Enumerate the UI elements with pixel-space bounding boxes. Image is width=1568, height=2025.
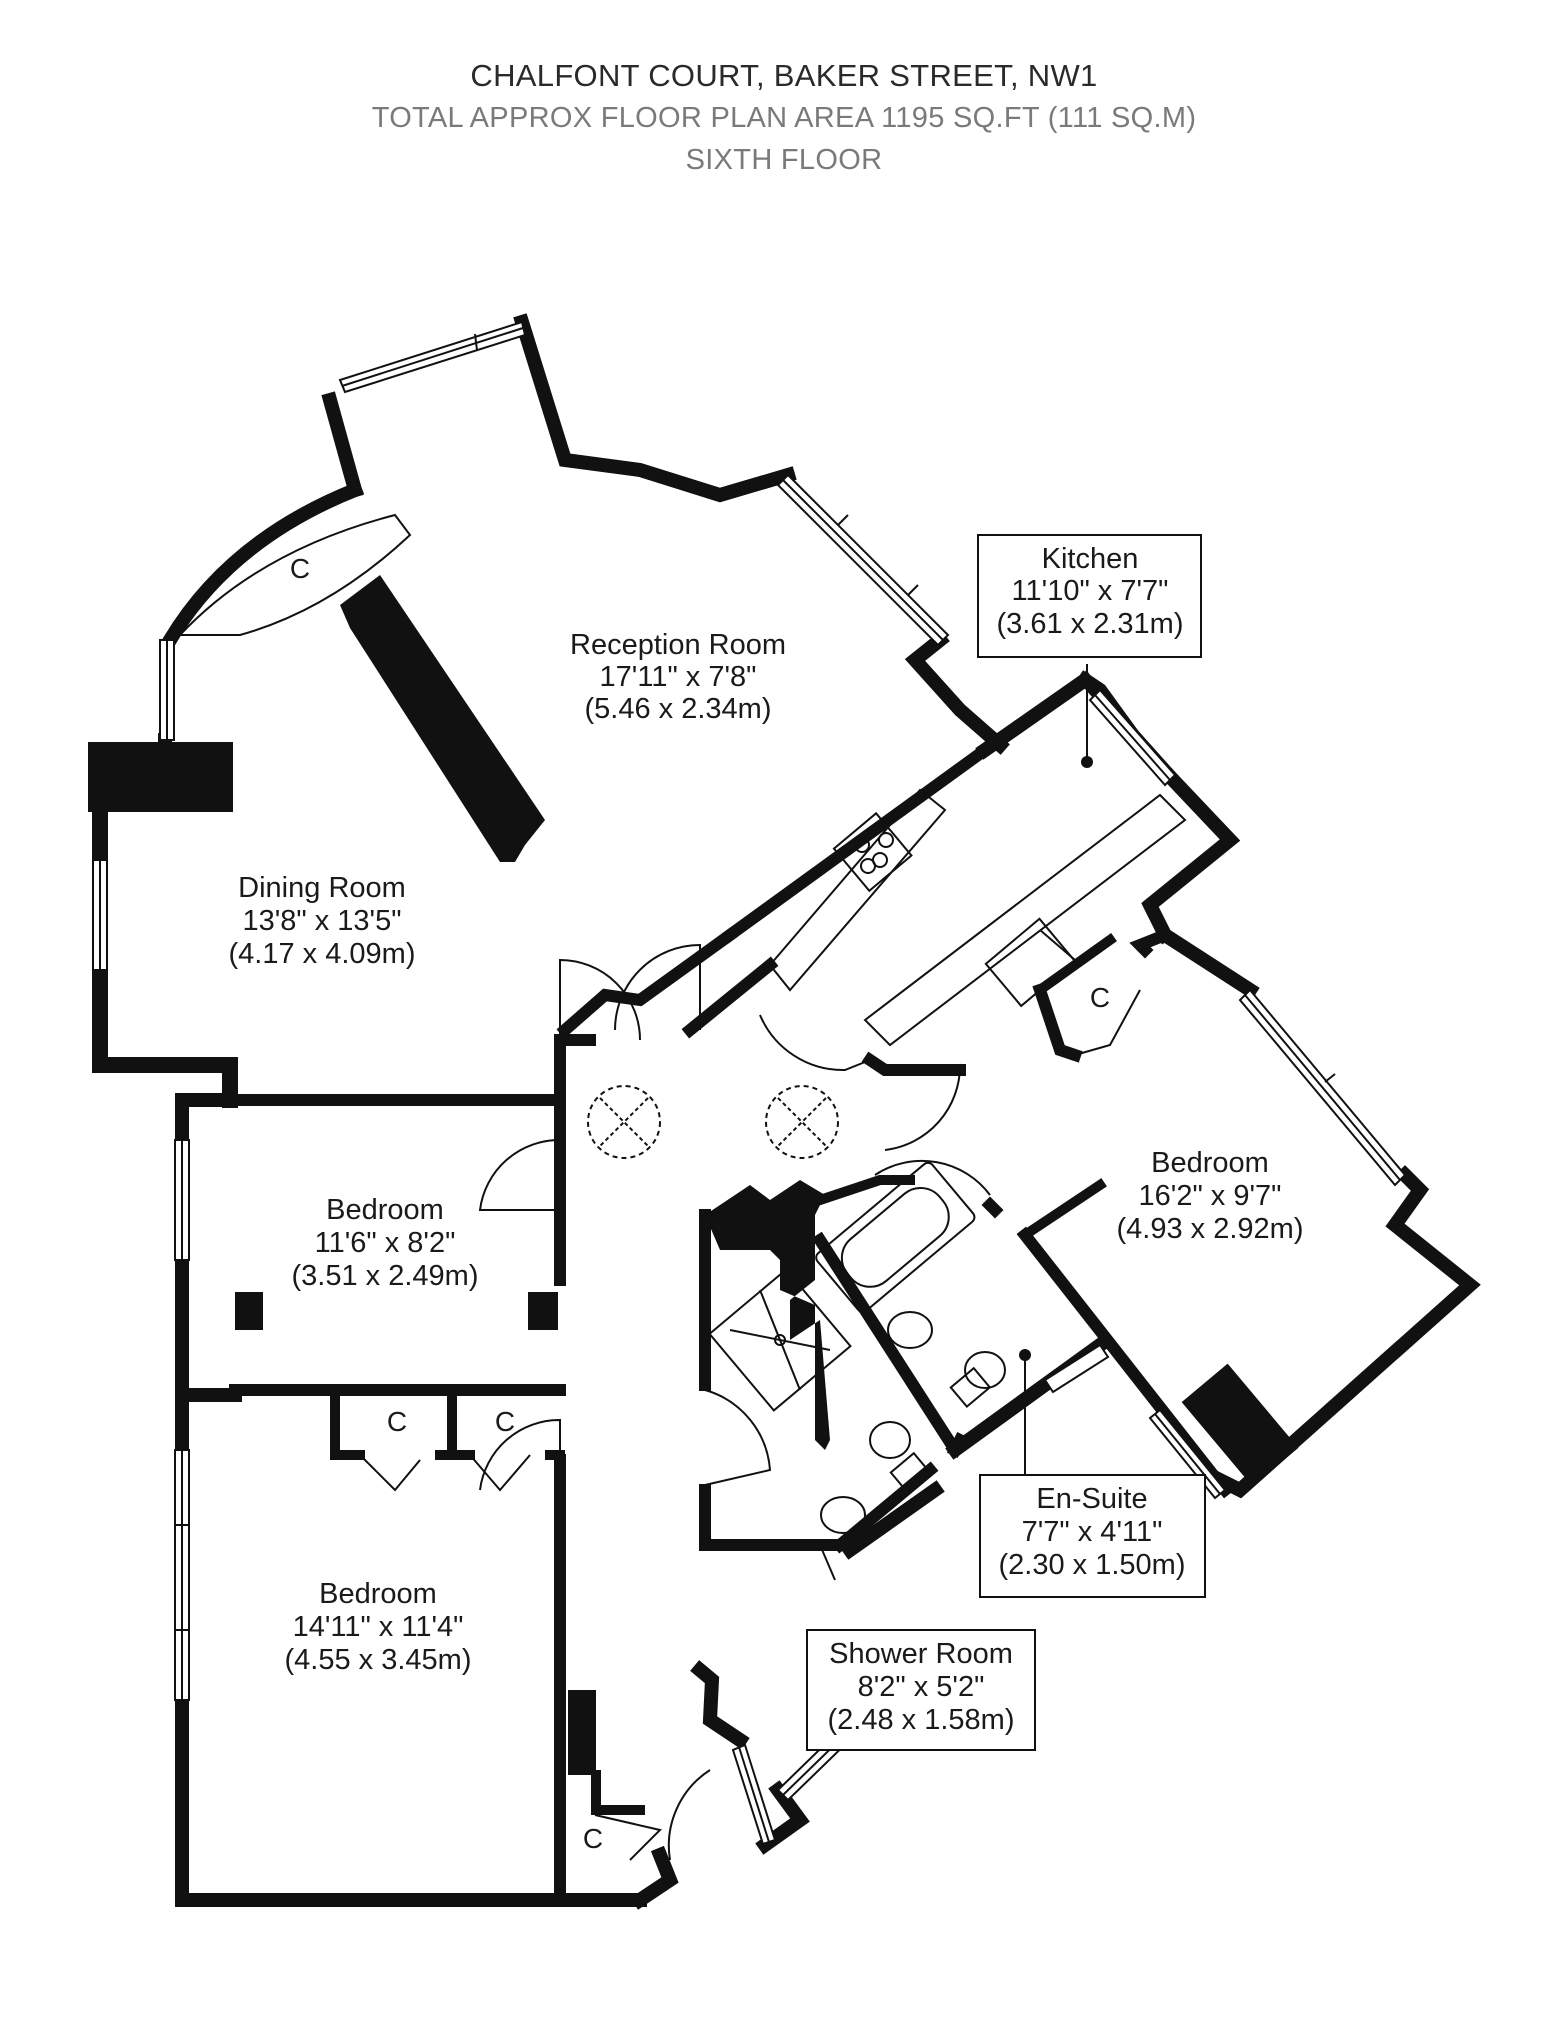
property-address: CHALFONT COURT, BAKER STREET, NW1 <box>470 58 1098 93</box>
exterior-walls <box>88 313 1481 1910</box>
cupboard-curve <box>177 513 412 636</box>
svg-text:Reception Room: Reception Room <box>570 629 786 661</box>
basin-shower-icon <box>820 1496 866 1534</box>
room-label-ensuite: En-Suite 7'7" x 4'11" (2.30 x 1.50m) <box>999 1483 1186 1581</box>
door-shower <box>704 1389 772 1486</box>
svg-text:8'2" x 5'2": 8'2" x 5'2" <box>858 1671 985 1703</box>
svg-text:Bedroom: Bedroom <box>1151 1147 1269 1179</box>
toilet-shower-icon <box>869 1421 911 1459</box>
windows <box>92 320 1407 1846</box>
room-label-bedroom-main: Bedroom 16'2" x 9'7" (4.93 x 2.92m) <box>1117 1147 1304 1245</box>
door-hall-right <box>879 1063 962 1151</box>
sink-icon <box>984 917 1077 1008</box>
ceiling-light-1 <box>587 1085 661 1159</box>
door-cupboard-hall <box>594 1814 662 1861</box>
room-label-dining: Dining Room 13'8" x 13'5" (4.17 x 4.09m) <box>229 872 416 970</box>
door-entrance <box>667 1769 711 1861</box>
kitchen-worktop-lower <box>863 793 1187 1047</box>
basin-ensuite-icon <box>887 1311 933 1349</box>
hob-icon <box>832 811 913 893</box>
door-reception-left <box>559 958 641 1041</box>
kitchen-callout-box <box>977 534 1202 658</box>
cupboard-label-right: C <box>495 1406 515 1437</box>
room-label-reception: Reception Room 17'11" x 7'8" (5.46 x 2.3… <box>570 629 786 725</box>
room-label-bedroom-lower: Bedroom 14'11" x 11'4" (4.55 x 3.45m) <box>285 1578 472 1676</box>
floor-area: TOTAL APPROX FLOOR PLAN AREA 1195 SQ.FT … <box>371 102 1197 134</box>
svg-text:17'11" x 7'8": 17'11" x 7'8" <box>600 661 757 693</box>
svg-text:(3.51 x 2.49m): (3.51 x 2.49m) <box>292 1260 479 1292</box>
svg-text:Bedroom: Bedroom <box>319 1578 437 1610</box>
door-cupboard-1 <box>359 1454 421 1492</box>
door-bedroom-lower <box>479 1418 561 1491</box>
shower-callout-box <box>806 1629 1036 1751</box>
svg-text:13'8" x 13'5": 13'8" x 13'5" <box>242 905 401 937</box>
svg-text:(4.93 x 2.92m): (4.93 x 2.92m) <box>1117 1213 1304 1245</box>
kitchen-fixtures <box>768 664 1187 1047</box>
cupboard-label-left: C <box>387 1406 407 1437</box>
shower-tray-icon <box>708 1268 852 1412</box>
svg-text:(4.17 x 4.09m): (4.17 x 4.09m) <box>229 938 416 970</box>
floor-level: SIXTH FLOOR <box>685 144 883 176</box>
cupboard-label-bedroom-main: C <box>1090 982 1110 1013</box>
cupboard-label-hall: C <box>583 1823 603 1854</box>
svg-text:7'7" x 4'11": 7'7" x 4'11" <box>1022 1516 1163 1548</box>
svg-text:Dining Room: Dining Room <box>238 872 406 904</box>
svg-text:11'10" x 7'7": 11'10" x 7'7" <box>1012 575 1169 607</box>
room-label-bedroom-small: Bedroom 11'6" x 8'2" (3.51 x 2.49m) <box>292 1194 479 1292</box>
svg-text:(5.46 x 2.34m): (5.46 x 2.34m) <box>585 693 772 725</box>
door-cupboard-2 <box>469 1454 531 1492</box>
hall-details <box>177 513 839 1905</box>
door-bedroom-main <box>874 1159 991 1196</box>
toilet-ensuite-icon <box>964 1351 1006 1389</box>
cupboard-label-dining: C <box>290 553 310 584</box>
door-cupboard-bedroom <box>1074 989 1141 1056</box>
svg-text:Shower Room: Shower Room <box>829 1638 1013 1670</box>
svg-text:(2.30 x 1.50m): (2.30 x 1.50m) <box>999 1549 1186 1581</box>
svg-text:16'2" x 9'7": 16'2" x 9'7" <box>1139 1180 1282 1212</box>
window-ensuite <box>1043 1343 1110 1394</box>
svg-text:Kitchen: Kitchen <box>1042 543 1139 575</box>
kitchen-worktop-upper <box>768 788 947 992</box>
bath-icon <box>815 1161 976 1313</box>
svg-text:11'6" x 8'2": 11'6" x 8'2" <box>315 1227 456 1259</box>
door-reception-right <box>614 943 701 1031</box>
svg-text:(4.55 x 3.45m): (4.55 x 3.45m) <box>285 1644 472 1676</box>
svg-text:En-Suite: En-Suite <box>1036 1483 1147 1515</box>
ensuite-callout-box <box>979 1474 1206 1598</box>
room-label-shower: Shower Room 8'2" x 5'2" (2.48 x 1.58m) <box>828 1638 1015 1736</box>
ceiling-light-2 <box>765 1085 839 1159</box>
svg-text:Bedroom: Bedroom <box>326 1194 444 1226</box>
door-kitchen <box>759 1014 871 1072</box>
room-label-kitchen: Kitchen 11'10" x 7'7" (3.61 x 2.31m) <box>997 543 1184 640</box>
door-bedroom-small <box>478 1138 561 1211</box>
svg-text:(3.61 x 2.31m): (3.61 x 2.31m) <box>997 608 1184 640</box>
doors <box>359 943 1141 1861</box>
svg-text:14'11" x 11'4": 14'11" x 11'4" <box>293 1611 464 1643</box>
bathroom-fixtures <box>708 1161 1031 1581</box>
svg-text:(2.48 x 1.58m): (2.48 x 1.58m) <box>828 1704 1015 1736</box>
